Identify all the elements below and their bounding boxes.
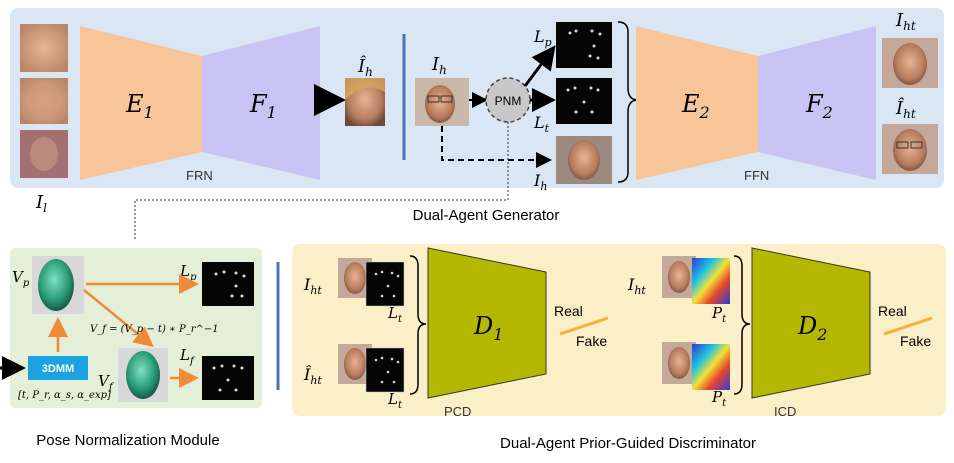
tdmm-params: [t, P_r, α_s, α_exp] xyxy=(18,390,111,401)
icd-brace xyxy=(733,255,751,395)
tdmm-box xyxy=(28,356,88,380)
vp-to-vf-arrow xyxy=(83,289,154,348)
icd-real-fake-line xyxy=(883,316,933,336)
pnm-to-lp-arrow xyxy=(523,45,556,87)
generator-caption: Dual-Agent Generator xyxy=(413,207,560,224)
icd-pt-map-bottom xyxy=(692,344,730,390)
pnm-lf-points xyxy=(212,364,244,392)
frn-label: FRN xyxy=(186,168,213,183)
lp-label: Lp xyxy=(533,27,552,49)
icd-block xyxy=(751,247,871,399)
pnm-lf-map xyxy=(202,356,254,400)
pcd-real-fake-line xyxy=(559,316,609,336)
lp-map xyxy=(556,22,612,68)
input-label: Il xyxy=(35,192,47,215)
pcd-real: Real xyxy=(554,303,583,319)
pnm-caption: Pose Normalization Module xyxy=(36,432,219,449)
frn-decoder-label: F1 xyxy=(249,90,277,122)
pcd-lt-map-top xyxy=(365,261,405,307)
pnm-link-dotted xyxy=(134,122,509,240)
pcd-fake: Fake xyxy=(576,333,607,349)
input-images xyxy=(20,24,68,178)
pnm-lf-label: Lf xyxy=(179,346,196,367)
discriminator-caption: Dual-Agent Prior-Guided Discriminator xyxy=(500,435,756,452)
lt-points xyxy=(566,86,600,114)
hr-skip-arrow xyxy=(441,126,552,168)
pcd-lt-points-bottom xyxy=(374,356,400,384)
ffn-encoder-label: E2 xyxy=(681,90,710,122)
pcd-in2-label: Îht xyxy=(303,364,322,387)
icd-pt-bottom-label: Pt xyxy=(711,388,727,409)
pcd-block xyxy=(427,247,547,399)
hr-label: Ih xyxy=(431,54,447,77)
ih-label: Ih xyxy=(533,171,547,193)
frn-encoder xyxy=(80,26,202,180)
pcd-lt-bottom-label: Lt xyxy=(387,390,403,411)
pcd-lt-points-top xyxy=(374,270,400,298)
pnm-lp-map xyxy=(202,262,254,306)
pcd-lt-map-bottom xyxy=(365,347,405,393)
pnm-lp-points xyxy=(214,270,246,298)
pnm-formula: V_f = (V_p − t) ∗ P_r^−1 xyxy=(90,324,219,335)
pcd-lt-top-label: Lt xyxy=(387,304,403,325)
ffn-decoder-label: F2 xyxy=(805,90,833,122)
frn-encoder-label: E1 xyxy=(125,90,154,122)
icd-label: ICD xyxy=(774,404,796,419)
iht-hat-label: Îht xyxy=(895,96,916,121)
icd-pt-top-label: Pt xyxy=(711,304,727,325)
iht-label: Iht xyxy=(895,10,916,33)
icd-real: Real xyxy=(878,303,907,319)
ffn-encoder xyxy=(636,26,758,180)
output-label: Îh xyxy=(357,54,373,79)
icd-pt-map-top xyxy=(692,258,730,304)
lt-label: Lt xyxy=(533,113,550,135)
pcd-brace xyxy=(409,255,427,395)
icd-in1-label: Iht xyxy=(627,275,646,297)
vp-label: Vp xyxy=(12,268,30,289)
pnm-node-label: PNM xyxy=(495,94,522,108)
pcd-block-label: D1 xyxy=(473,312,503,344)
frn-decoder xyxy=(202,26,320,180)
icd-block-label: D2 xyxy=(797,312,827,344)
tdmm-label: 3DMM xyxy=(42,363,74,375)
lp-points xyxy=(568,29,602,60)
ffn-decoder xyxy=(758,26,876,180)
vf-label: Vf xyxy=(98,372,115,393)
ffn-label: FFN xyxy=(744,168,769,183)
pcd-in1-label: Iht xyxy=(303,275,322,297)
pcd-label: PCD xyxy=(444,404,471,419)
icd-fake: Fake xyxy=(900,333,931,349)
